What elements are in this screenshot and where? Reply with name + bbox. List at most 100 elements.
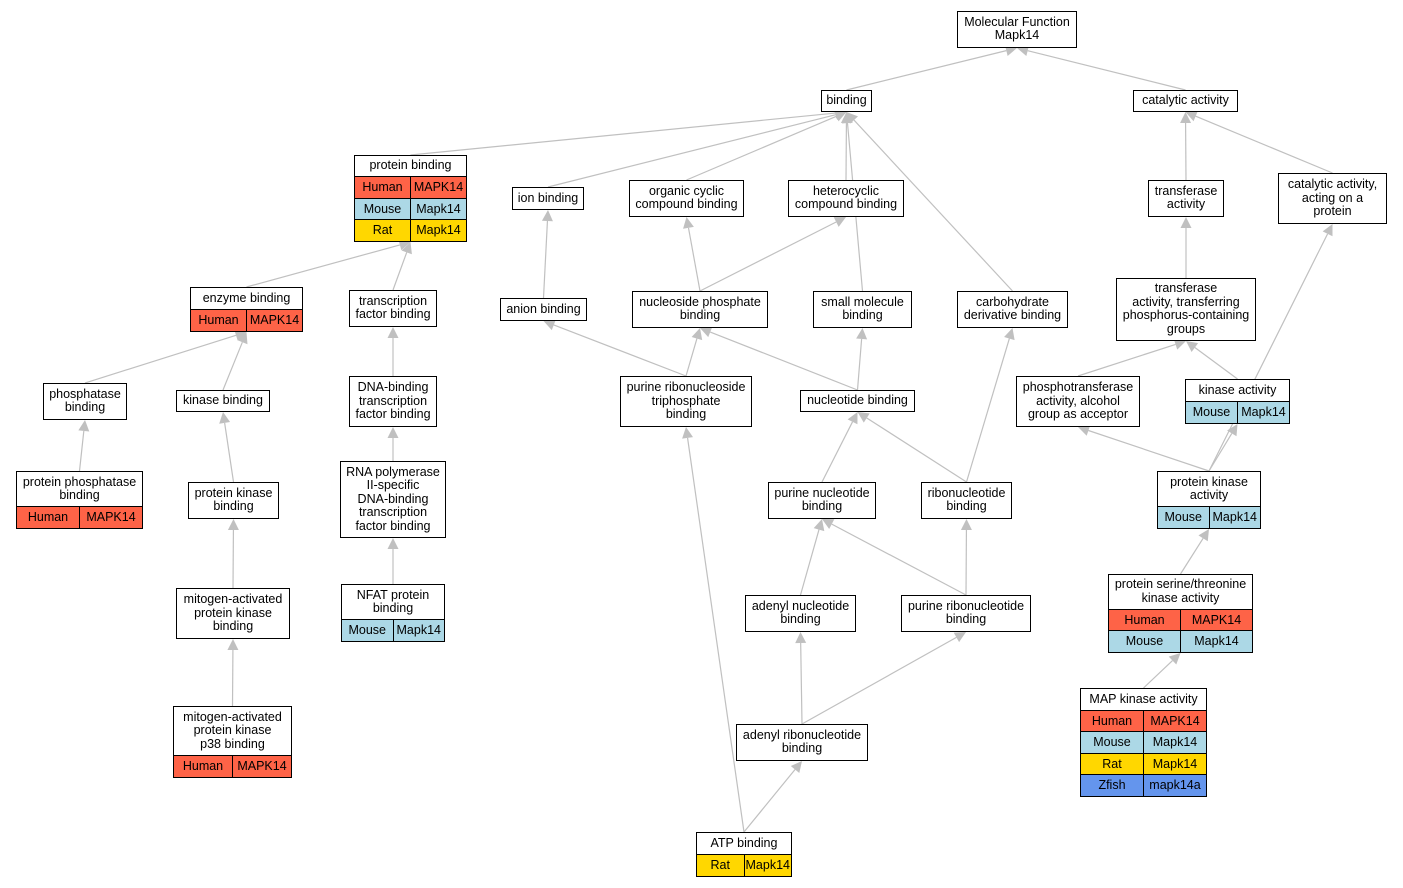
edge-nucleotide-binding-to-nucleoside-phosphate: [710, 331, 858, 391]
node-purine-ribo-tri[interactable]: purine ribonucleoside triphosphate bindi…: [620, 376, 752, 427]
node-nucleotide-binding[interactable]: nucleotide binding: [800, 390, 915, 412]
gene-cell: MAPK14: [246, 310, 302, 331]
edge-ion-binding-to-binding: [547, 114, 836, 188]
node-dna-tf[interactable]: DNA-binding transcription factor binding: [349, 376, 437, 427]
arrowhead-icon: [683, 217, 694, 229]
edge-adenyl-ribonucleotide-to-adenyl-nucleotide: [800, 642, 803, 725]
node-adenyl-nucleotide[interactable]: adenyl nucleotide binding: [745, 595, 856, 632]
species-cell: Mouse: [363, 201, 402, 216]
node-rnap-tf[interactable]: RNA polymerase II-specific DNA-binding t…: [340, 461, 446, 538]
arrowhead-icon: [401, 242, 412, 255]
edge-ribonucleotide-to-carbohydrate: [965, 338, 1010, 483]
node-heterocyclic[interactable]: heterocyclic compound binding: [788, 180, 904, 217]
arrowhead-icon: [1078, 425, 1091, 436]
node-label: anion binding: [506, 301, 581, 316]
node-mapk-binding[interactable]: mitogen-activated protein kinase binding: [176, 588, 290, 639]
arrowhead-icon: [857, 412, 870, 423]
annotation-row-human: Human MAPK14: [355, 176, 466, 198]
node-label: ATP binding: [710, 835, 778, 850]
node-label: RNA polymerase II-specific DNA-binding t…: [346, 464, 440, 533]
arrowhead-icon: [1227, 424, 1238, 437]
gene-cell: Mapk14: [1237, 402, 1289, 423]
arrowhead-icon: [387, 327, 399, 338]
node-mf[interactable]: Molecular Function Mapk14: [957, 11, 1077, 48]
gene-cell: mapk14a: [1143, 775, 1206, 796]
species-cell: Human: [362, 180, 403, 195]
node-label: nucleotide binding: [807, 393, 908, 408]
node-mapk-p38[interactable]: mitogen-activated protein kinase p38 bin…: [173, 706, 292, 778]
node-label: carbohydrate derivative binding: [963, 294, 1062, 323]
species-cell: Rat: [1102, 756, 1122, 771]
arrowhead-icon: [834, 111, 847, 122]
species-cell: Zfish: [1098, 778, 1126, 793]
edge-carbohydrate-to-binding: [853, 119, 1013, 292]
edge-phosphotransferase-to-transferase-phos: [1077, 343, 1176, 377]
edge-atp-binding-to-purine-ribo-tri: [686, 437, 745, 833]
node-label: protein serine/threonine kinase activity: [1114, 577, 1247, 605]
node-protein-kinase-binding[interactable]: protein kinase binding: [188, 482, 279, 519]
edge-organic-cyclic-to-binding: [686, 115, 837, 181]
node-transferase-phos[interactable]: transferase activity, transferring phosp…: [1116, 278, 1256, 341]
edge-nucleoside-phosphate-to-heterocyclic: [699, 221, 837, 292]
node-purine-nucleotide[interactable]: purine nucleotide binding: [768, 482, 876, 519]
node-label: enzyme binding: [202, 290, 291, 305]
node-anion-binding[interactable]: anion binding: [500, 298, 587, 321]
node-ion-binding[interactable]: ion binding: [512, 187, 584, 210]
node-label: ion binding: [517, 190, 579, 205]
node-phosphotransferase[interactable]: phosphotransferase activity, alcohol gro…: [1016, 376, 1140, 427]
node-label: small molecule binding: [821, 294, 904, 323]
node-adenyl-ribonucleotide[interactable]: adenyl ribonucleotide binding: [736, 724, 868, 761]
edge-tf-binding-to-protein-binding: [392, 252, 408, 291]
node-ribonucleotide[interactable]: ribonucleotide binding: [921, 482, 1012, 519]
arrowhead-icon: [227, 519, 239, 531]
gene-cell: MAPK14: [1143, 710, 1206, 732]
node-label: kinase binding: [183, 393, 263, 408]
arrowhead-icon: [1322, 224, 1333, 237]
gene-cell: MAPK14: [410, 177, 466, 198]
node-binding[interactable]: binding: [821, 90, 872, 112]
species-cell: Mouse: [1164, 510, 1203, 525]
edge-protein-binding-to-binding: [410, 112, 836, 156]
node-transferase[interactable]: transferase activity: [1148, 180, 1224, 217]
arrowhead-icon: [227, 639, 239, 651]
node-tf-binding[interactable]: transcription factor binding: [349, 290, 437, 327]
arrowhead-icon: [1186, 341, 1199, 352]
annotation-row-zfish: Zfish mapk14a: [1081, 774, 1206, 796]
node-phosphatase-binding[interactable]: phosphatase binding: [43, 383, 127, 420]
node-small-molecule[interactable]: small molecule binding: [813, 291, 912, 328]
edge-purine-ribo-tri-to-anion-binding: [553, 324, 687, 377]
arrowhead-icon: [822, 519, 835, 529]
species-cell: Mouse: [1192, 405, 1231, 420]
arrowhead-icon: [1180, 217, 1192, 228]
node-cat-protein[interactable]: catalytic activity, acting on a protein: [1278, 173, 1387, 224]
node-kinase-binding[interactable]: kinase binding: [176, 390, 270, 412]
node-purine-ribonucleotide[interactable]: purine ribonucleotide binding: [901, 595, 1031, 632]
edge-protein-kinase-binding-to-kinase-binding: [224, 422, 235, 483]
arrowhead-icon: [1180, 112, 1192, 124]
node-catalytic[interactable]: catalytic activity: [1133, 90, 1238, 112]
species-cell: Mouse: [1093, 735, 1131, 750]
node-label: adenyl nucleotide binding: [751, 598, 850, 627]
arrowhead-icon: [387, 538, 399, 549]
edge-protein-kinase-activity-to-phosphotransferase: [1088, 429, 1210, 472]
arrowhead-icon: [219, 412, 231, 424]
node-ser-thr-kinase[interactable]: protein serine/threonine kinase activity…: [1108, 574, 1253, 653]
node-nucleoside-phosphate[interactable]: nucleoside phosphate binding: [632, 291, 768, 328]
node-organic-cyclic[interactable]: organic cyclic compound binding: [629, 180, 744, 217]
node-carbohydrate[interactable]: carbohydrate derivative binding: [957, 291, 1068, 328]
